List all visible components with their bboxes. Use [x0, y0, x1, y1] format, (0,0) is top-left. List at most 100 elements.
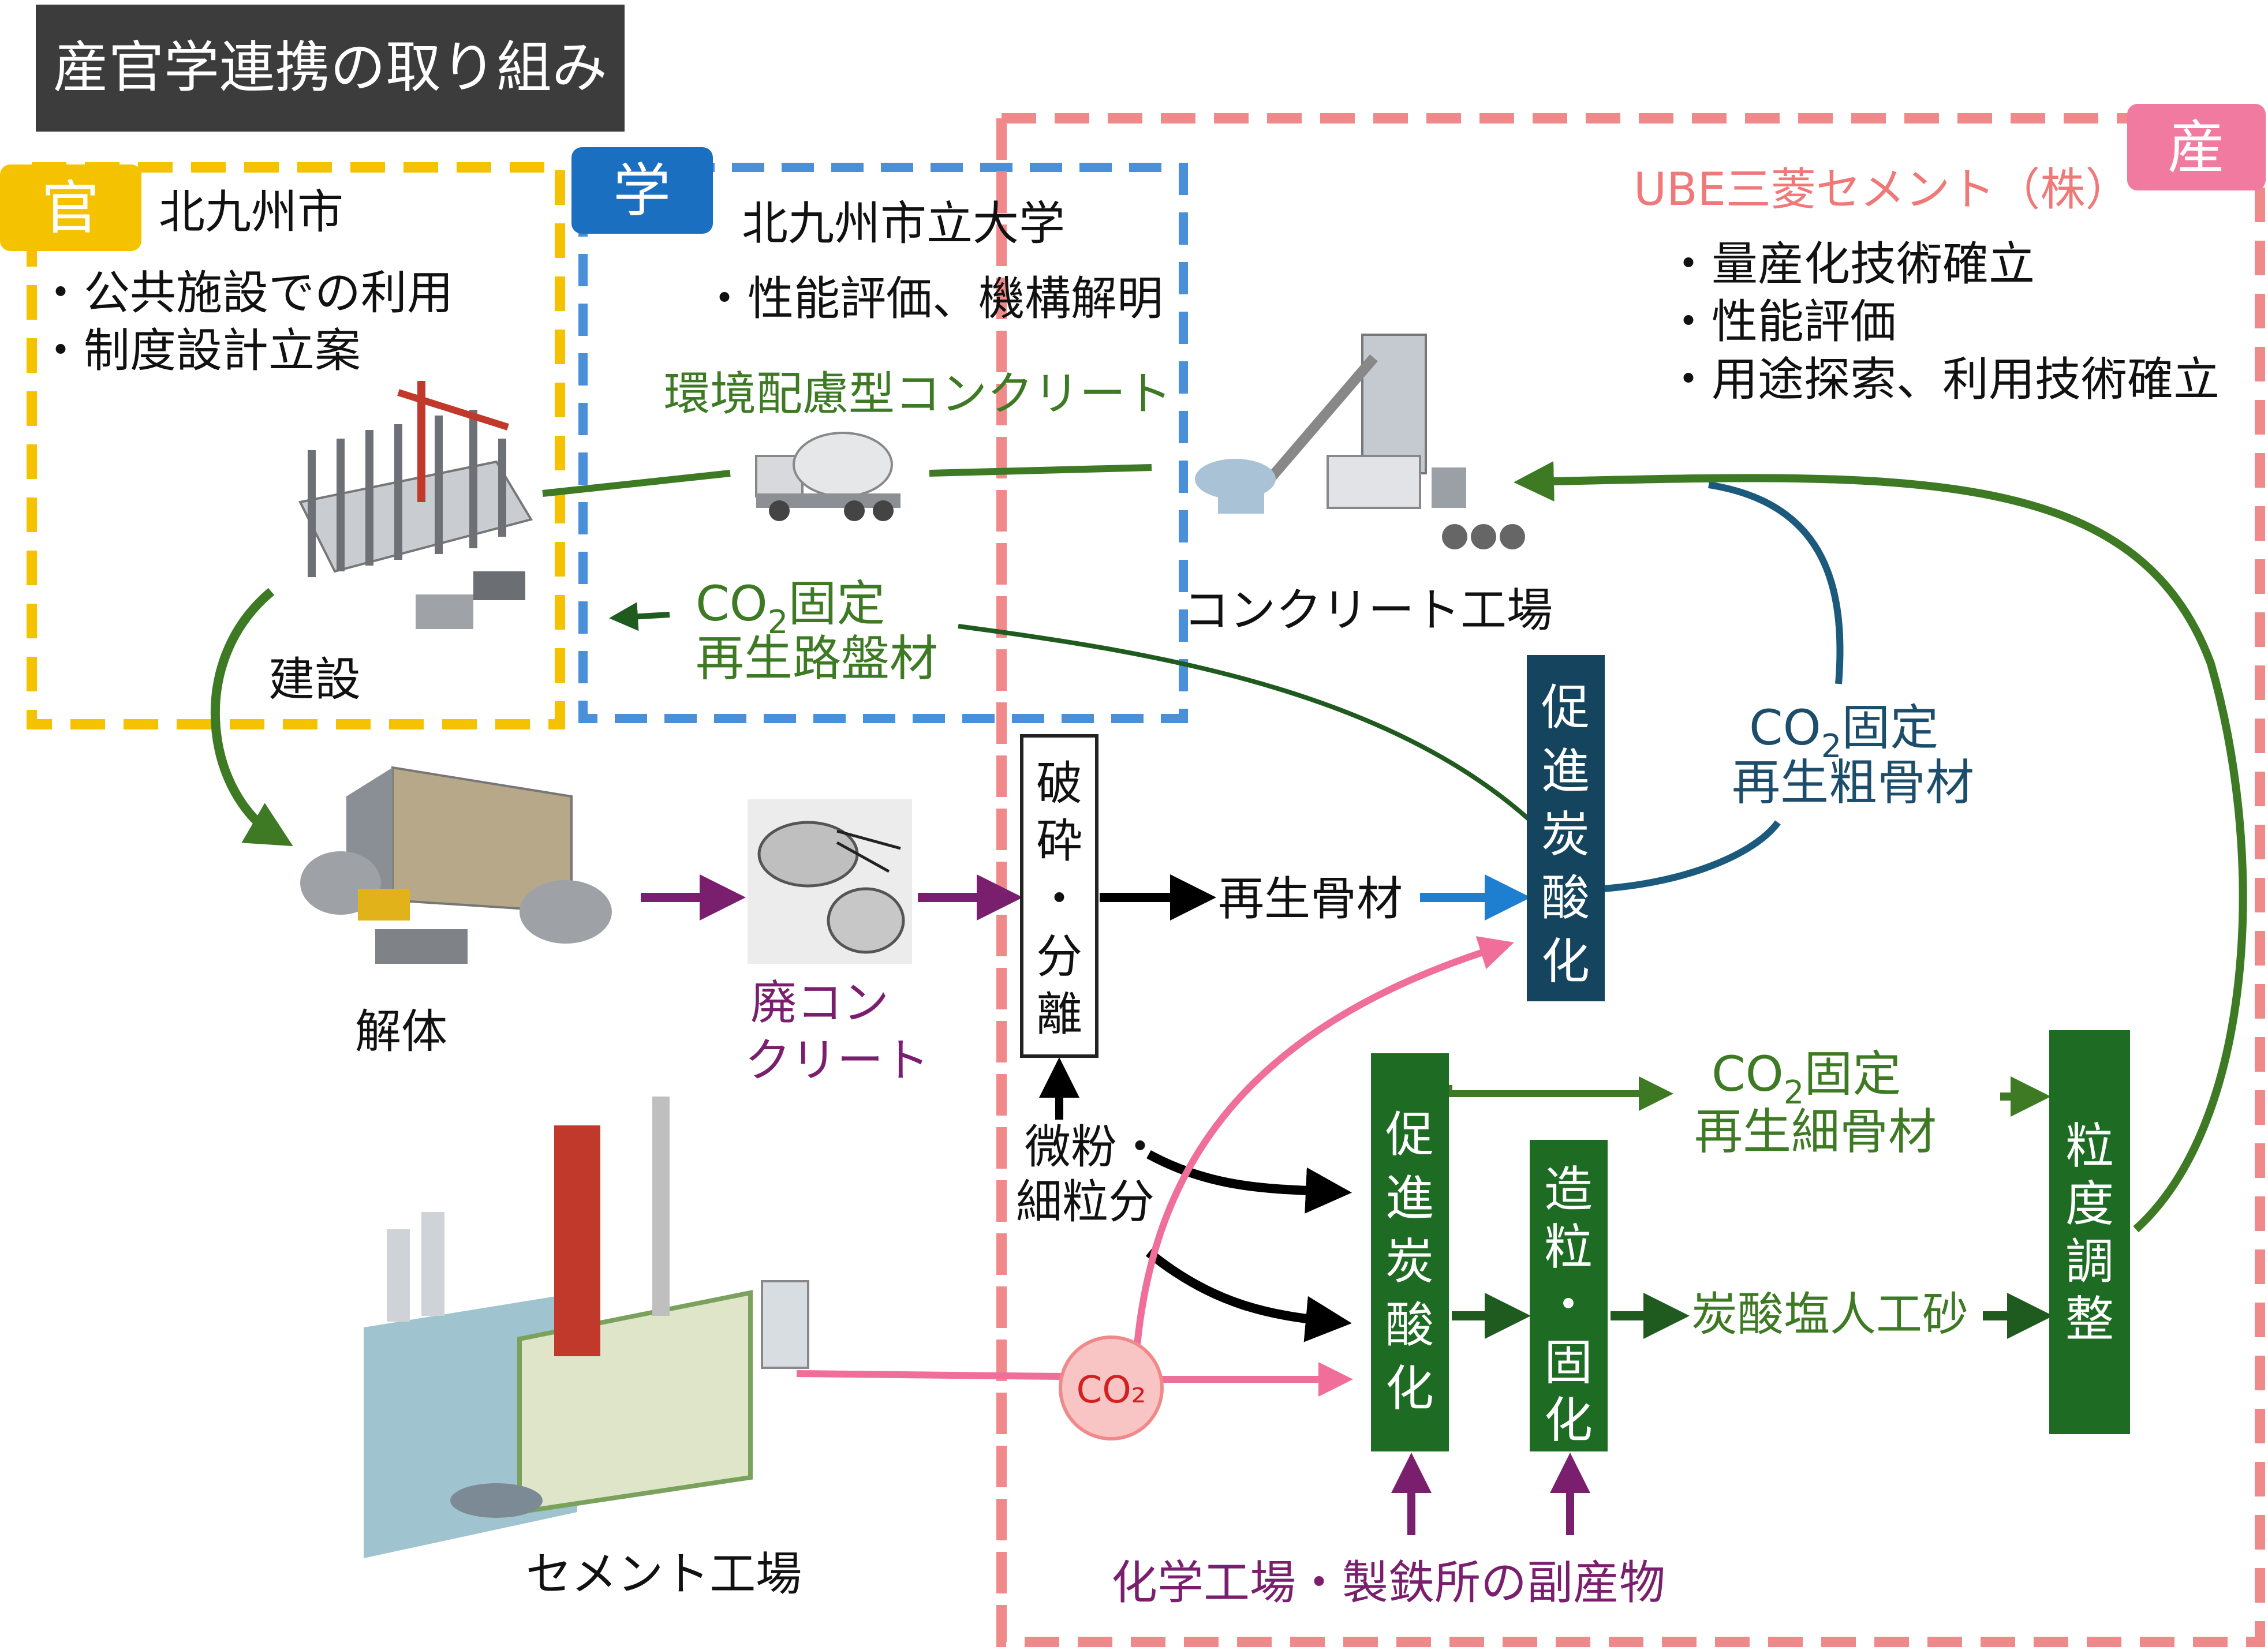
- gov-frame: [27, 162, 565, 729]
- carbonation-bottom-char: 酸: [1385, 1297, 1434, 1353]
- carbonation-box-bottom: [1371, 1053, 1449, 1451]
- academia-tag: 学: [571, 147, 713, 234]
- crusher-char: ・: [1036, 872, 1082, 926]
- industry-item-0: ・量産化技術確立: [1665, 237, 2035, 291]
- grading-char: 粒: [2065, 1118, 2114, 1174]
- academia-item-0: ・性能評価、機構解明: [701, 272, 1163, 325]
- grading-box: [2049, 1030, 2130, 1434]
- cement-co2-line: [796, 1370, 1063, 1380]
- grading-text: 粒 度 調 整: [2065, 1118, 2114, 1348]
- carbonation-top-char: 進: [1541, 743, 1590, 799]
- gov-tag-label: 官: [42, 174, 99, 242]
- industry-item-1: ・性能評価: [1665, 295, 1896, 349]
- grading-char: 度: [2065, 1176, 2114, 1232]
- crusher-box-text: 破 砕 ・ 分 離: [1036, 757, 1082, 1041]
- co2-text: CO: [696, 575, 768, 632]
- academia-tag-label: 学: [613, 157, 671, 225]
- industry-name: UBE三菱セメント（株）: [1634, 164, 2130, 216]
- coarse-aggregate-curve-upper: [1708, 481, 1844, 684]
- demolition-label: 解体: [355, 1005, 447, 1058]
- construction-to-demolition-arrow: [210, 588, 293, 847]
- co2-subscript: 2: [1821, 728, 1842, 765]
- carbonation-top-char: 炭: [1541, 806, 1590, 863]
- fine-agg-label-group: CO2固定 再生細骨材: [1694, 1046, 1937, 1160]
- fines-to-carbonation-arrow-1: [1146, 1150, 1352, 1214]
- academia-frame: [578, 163, 1188, 723]
- road-base-label: 再生路盤材: [696, 630, 938, 687]
- co2-subscript: 2: [1784, 1074, 1804, 1112]
- coarse-agg-label: 再生粗骨材: [1732, 754, 1974, 811]
- co2-fixed-suffix: 固定: [1841, 699, 1938, 756]
- page-title: 産官学連携の取り組み: [53, 35, 607, 100]
- co2-fixed-suffix: 固定: [788, 575, 885, 632]
- granulation-text: 造 粒 ・ 固 化: [1544, 1161, 1593, 1449]
- grading-char: 調: [2065, 1233, 2114, 1290]
- gov-tag: 官: [0, 164, 141, 251]
- fines-line-1: 微粉・: [1025, 1120, 1163, 1174]
- gov-name: 北九州市: [159, 185, 343, 239]
- gov-item-1: ・制度設計立案: [38, 324, 361, 377]
- co2-text: CO: [1749, 699, 1821, 756]
- eco-concrete-flow-right: [929, 464, 1152, 477]
- byproducts-label: 化学工場・製鉄所の副産物: [1111, 1556, 1665, 1610]
- granulation-char: ・: [1544, 1277, 1593, 1333]
- grading-char: 整: [2065, 1291, 2114, 1348]
- crusher-char: 分: [1036, 930, 1082, 983]
- mixer-truck-illustration: [755, 432, 901, 521]
- concrete-plant-label: コンクリート工場: [1183, 583, 1553, 637]
- crusher-char: 破: [1036, 757, 1082, 810]
- road-base-label-group: CO2固定 再生路盤材: [696, 575, 938, 687]
- cement-plant-label: セメント工場: [526, 1547, 802, 1601]
- grading-to-plant-curve: [1514, 461, 2247, 1233]
- crusher-box: [1020, 734, 1098, 1058]
- co2-fixed-label: CO2固定: [1749, 699, 1938, 765]
- crusher-char: 離: [1036, 987, 1082, 1041]
- coarse-aggregate-curve-lower: [1601, 820, 1781, 892]
- industry-tag-label: 産: [2168, 114, 2225, 181]
- industry-tag: 産: [2127, 104, 2266, 190]
- fines-line-2: 細粒分: [1016, 1175, 1154, 1229]
- carbonation-bottom-text: 促 進 炭 酸 化: [1385, 1106, 1434, 1417]
- waste-concrete-line-2: クリート: [745, 1034, 929, 1087]
- cement-plant-illustration: [364, 1097, 809, 1558]
- recycled-aggregate-label: 再生骨材: [1218, 872, 1403, 926]
- academia-name: 北九州市立大学: [742, 197, 1065, 250]
- title-banner: 産官学連携の取り組み: [36, 5, 625, 132]
- granulation-char: 固: [1544, 1334, 1593, 1391]
- crusher-char: 砕: [1036, 814, 1082, 868]
- co2-fixed-label: CO2固定: [1712, 1046, 1901, 1112]
- concrete-plant-illustration: [1195, 334, 1525, 549]
- co2-fixed-suffix: 固定: [1804, 1046, 1901, 1102]
- granulation-char: 粒: [1544, 1219, 1593, 1275]
- carbonate-sand-label: 炭酸塩人工砂: [1691, 1288, 1968, 1341]
- carbonation-top-char: 酸: [1541, 870, 1590, 926]
- granulation-char: 化: [1544, 1392, 1593, 1449]
- road-base-return-curve: [958, 624, 1560, 850]
- demolition-illustration: [300, 766, 612, 964]
- carbonation-bottom-char: 炭: [1385, 1233, 1434, 1290]
- waste-concrete-illustration: [748, 799, 912, 964]
- eco-concrete-flow-left: [542, 470, 731, 497]
- carbonation-bottom-char: 進: [1385, 1170, 1434, 1226]
- fine-agg-label: 再生細骨材: [1694, 1103, 1937, 1160]
- waste-concrete-line-1: 廃コン: [750, 976, 889, 1030]
- carbonation-top-text: 促 進 炭 酸 化: [1541, 679, 1590, 990]
- granulation-box: [1530, 1140, 1608, 1451]
- co2-text: CO: [1712, 1046, 1784, 1102]
- coarse-agg-label-group: CO2固定 再生粗骨材: [1732, 699, 1974, 811]
- co2-bubble-label: CO₂: [1077, 1369, 1146, 1412]
- co2-bubble: CO₂: [1059, 1335, 1164, 1441]
- construction-label: 建設: [268, 653, 361, 706]
- gov-item-0: ・公共施設での利用: [38, 266, 453, 320]
- carbonation-top-char: 促: [1541, 679, 1590, 736]
- co2-fixed-label: CO2固定: [696, 575, 885, 641]
- carbonation-bottom-char: 促: [1385, 1106, 1434, 1163]
- carbonation-top-char: 化: [1541, 933, 1590, 990]
- granulation-char: 造: [1544, 1161, 1593, 1218]
- eco-concrete-label: 環境配慮型コンクリート: [664, 367, 1172, 421]
- co2-subscript: 2: [768, 604, 789, 641]
- carbonation-bottom-char: 化: [1385, 1360, 1434, 1417]
- carbonation-box-top: [1527, 655, 1605, 1001]
- road-base-return-arrow: [609, 602, 670, 631]
